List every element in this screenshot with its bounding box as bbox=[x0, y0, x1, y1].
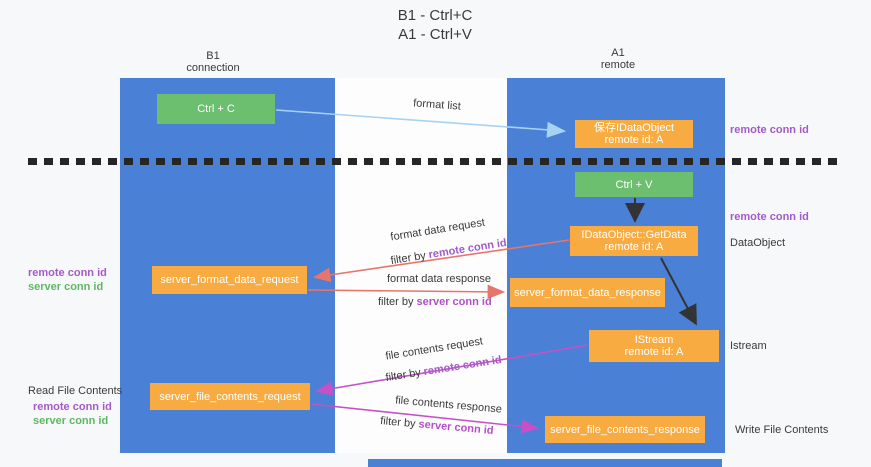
label-server-conn-id-left-1: server conn id bbox=[28, 281, 104, 293]
label-dataobject: DataObject bbox=[730, 237, 786, 249]
node-getdata-line2: remote id: A bbox=[604, 241, 664, 253]
diagram-title: B1 - Ctrl+C A1 - Ctrl+V bbox=[285, 6, 585, 44]
lane-b1-name: B1 bbox=[206, 50, 220, 62]
label-remote-conn-id-right-1: remote conn id bbox=[730, 124, 809, 136]
label-format-data-response: format data response bbox=[387, 273, 491, 285]
lane-a1-name: A1 bbox=[611, 47, 625, 59]
lane-a1-subtitle: remote bbox=[600, 59, 636, 71]
lane-header-a1: A1 remote bbox=[538, 47, 698, 71]
label-server-conn-id-left-2: server conn id bbox=[33, 415, 109, 427]
filter-by-text: filter by bbox=[378, 296, 414, 308]
node-istream: IStream remote id: A bbox=[589, 330, 719, 362]
node-save-idataobject: 保存IDataObject remote id: A bbox=[575, 120, 693, 148]
lane-header-b1: B1 connection bbox=[133, 50, 293, 74]
lane-gap-background bbox=[335, 78, 507, 453]
node-server-file-contents-response: server_file_contents_response bbox=[545, 416, 705, 443]
label-remote-conn-id-right-2: remote conn id bbox=[730, 211, 809, 223]
server-conn-id-text: server conn id bbox=[416, 296, 492, 308]
dashed-separator bbox=[28, 158, 838, 165]
node-ctrl-c: Ctrl + C bbox=[157, 94, 275, 124]
label-istream: Istream bbox=[730, 340, 767, 352]
node-getdata-line1: IDataObject::GetData bbox=[581, 229, 687, 241]
label-remote-conn-id-left-1: remote conn id bbox=[28, 267, 107, 279]
arrow-getdata-to-istream bbox=[660, 257, 697, 326]
arrow-format-data-request bbox=[312, 239, 570, 283]
node-idataobject-getdata: IDataObject::GetData remote id: A bbox=[570, 226, 698, 256]
bottom-blue-strip bbox=[368, 459, 722, 467]
node-server-file-contents-request: server_file_contents_request bbox=[150, 383, 310, 410]
node-server-format-data-response: server_format_data_response bbox=[510, 278, 665, 307]
label-write-file-contents: Write File Contents bbox=[735, 424, 829, 436]
node-ctrl-v: Ctrl + V bbox=[575, 172, 693, 197]
arrow-format-data-response bbox=[307, 284, 506, 300]
node-server-format-data-request: server_format_data_request bbox=[152, 266, 307, 294]
lane-b1-subtitle: connection bbox=[186, 62, 240, 74]
title-line-2: A1 - Ctrl+V bbox=[398, 26, 472, 43]
label-read-file-contents: Read File Contents bbox=[28, 385, 123, 397]
node-file-response-label: server_file_contents_response bbox=[550, 423, 700, 436]
arrow-file-contents-request bbox=[314, 344, 589, 396]
label-remote-conn-id-left-2: remote conn id bbox=[33, 401, 112, 413]
node-istream-line1: IStream bbox=[634, 334, 674, 346]
title-line-1: B1 - Ctrl+C bbox=[397, 7, 473, 24]
node-format-request-label: server_format_data_request bbox=[160, 274, 299, 286]
node-istream-line2: remote id: A bbox=[624, 346, 684, 358]
node-format-response-label: server_format_data_response bbox=[514, 286, 661, 299]
node-save-idataobject-line2: remote id: A bbox=[604, 134, 664, 146]
node-save-idataobject-line1: 保存IDataObject bbox=[593, 122, 675, 134]
node-file-request-label: server_file_contents_request bbox=[159, 390, 301, 403]
node-ctrl-v-label: Ctrl + V bbox=[615, 178, 653, 191]
node-ctrl-c-label: Ctrl + C bbox=[197, 103, 235, 115]
arrow-format-list bbox=[275, 109, 567, 138]
arrow-file-contents-response bbox=[310, 403, 540, 434]
